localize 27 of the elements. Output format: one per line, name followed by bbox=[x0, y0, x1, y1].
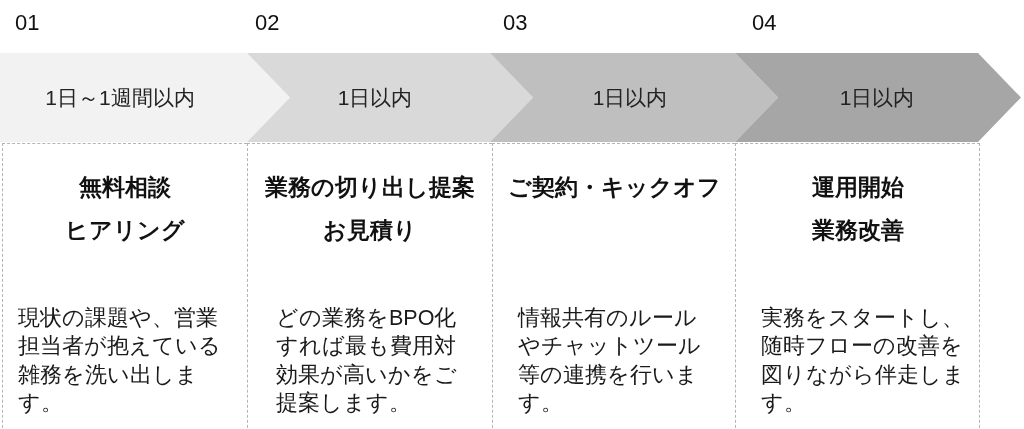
step-description: 実務をスタートし、随時フローの改善を図りながら伴走します。 bbox=[761, 305, 966, 417]
step-number: 03 bbox=[503, 10, 528, 36]
step-description: 情報共有のルールやチャットツール等の連携を行います。 bbox=[518, 305, 702, 417]
step-heading: 業務改善 bbox=[811, 217, 904, 245]
step-heading: 業務の切り出し提案 bbox=[265, 174, 475, 202]
duration-label: 1日以内 bbox=[839, 84, 915, 111]
step-column bbox=[735, 143, 980, 429]
step-heading: 無料相談 bbox=[79, 174, 171, 202]
step-description: 現状の課題や、営業担当者が抱えている雑務を洗い出します。 bbox=[18, 305, 222, 417]
duration-label: 1日～1週間以内 bbox=[45, 84, 195, 111]
step-column bbox=[492, 143, 735, 429]
step-column bbox=[2, 143, 247, 429]
step-description: どの業務をBPO化すれば最も費用対効果が高いかをご提案します。 bbox=[276, 305, 458, 417]
step-number: 02 bbox=[255, 10, 280, 36]
chevron-step bbox=[247, 53, 533, 142]
step-heading: 運用開始 bbox=[811, 174, 904, 202]
step-heading: お見積り bbox=[323, 217, 417, 245]
duration-label: 1日以内 bbox=[337, 84, 413, 111]
chevron-step bbox=[0, 53, 290, 142]
step-column bbox=[247, 143, 492, 429]
chevron-step bbox=[490, 53, 778, 142]
step-heading: ご契約・キックオフ bbox=[507, 174, 721, 202]
step-number: 04 bbox=[752, 10, 777, 36]
duration-label: 1日以内 bbox=[592, 84, 668, 111]
chevron-step bbox=[735, 53, 1021, 142]
step-number: 01 bbox=[15, 10, 40, 36]
step-heading: ヒアリング bbox=[65, 217, 185, 245]
